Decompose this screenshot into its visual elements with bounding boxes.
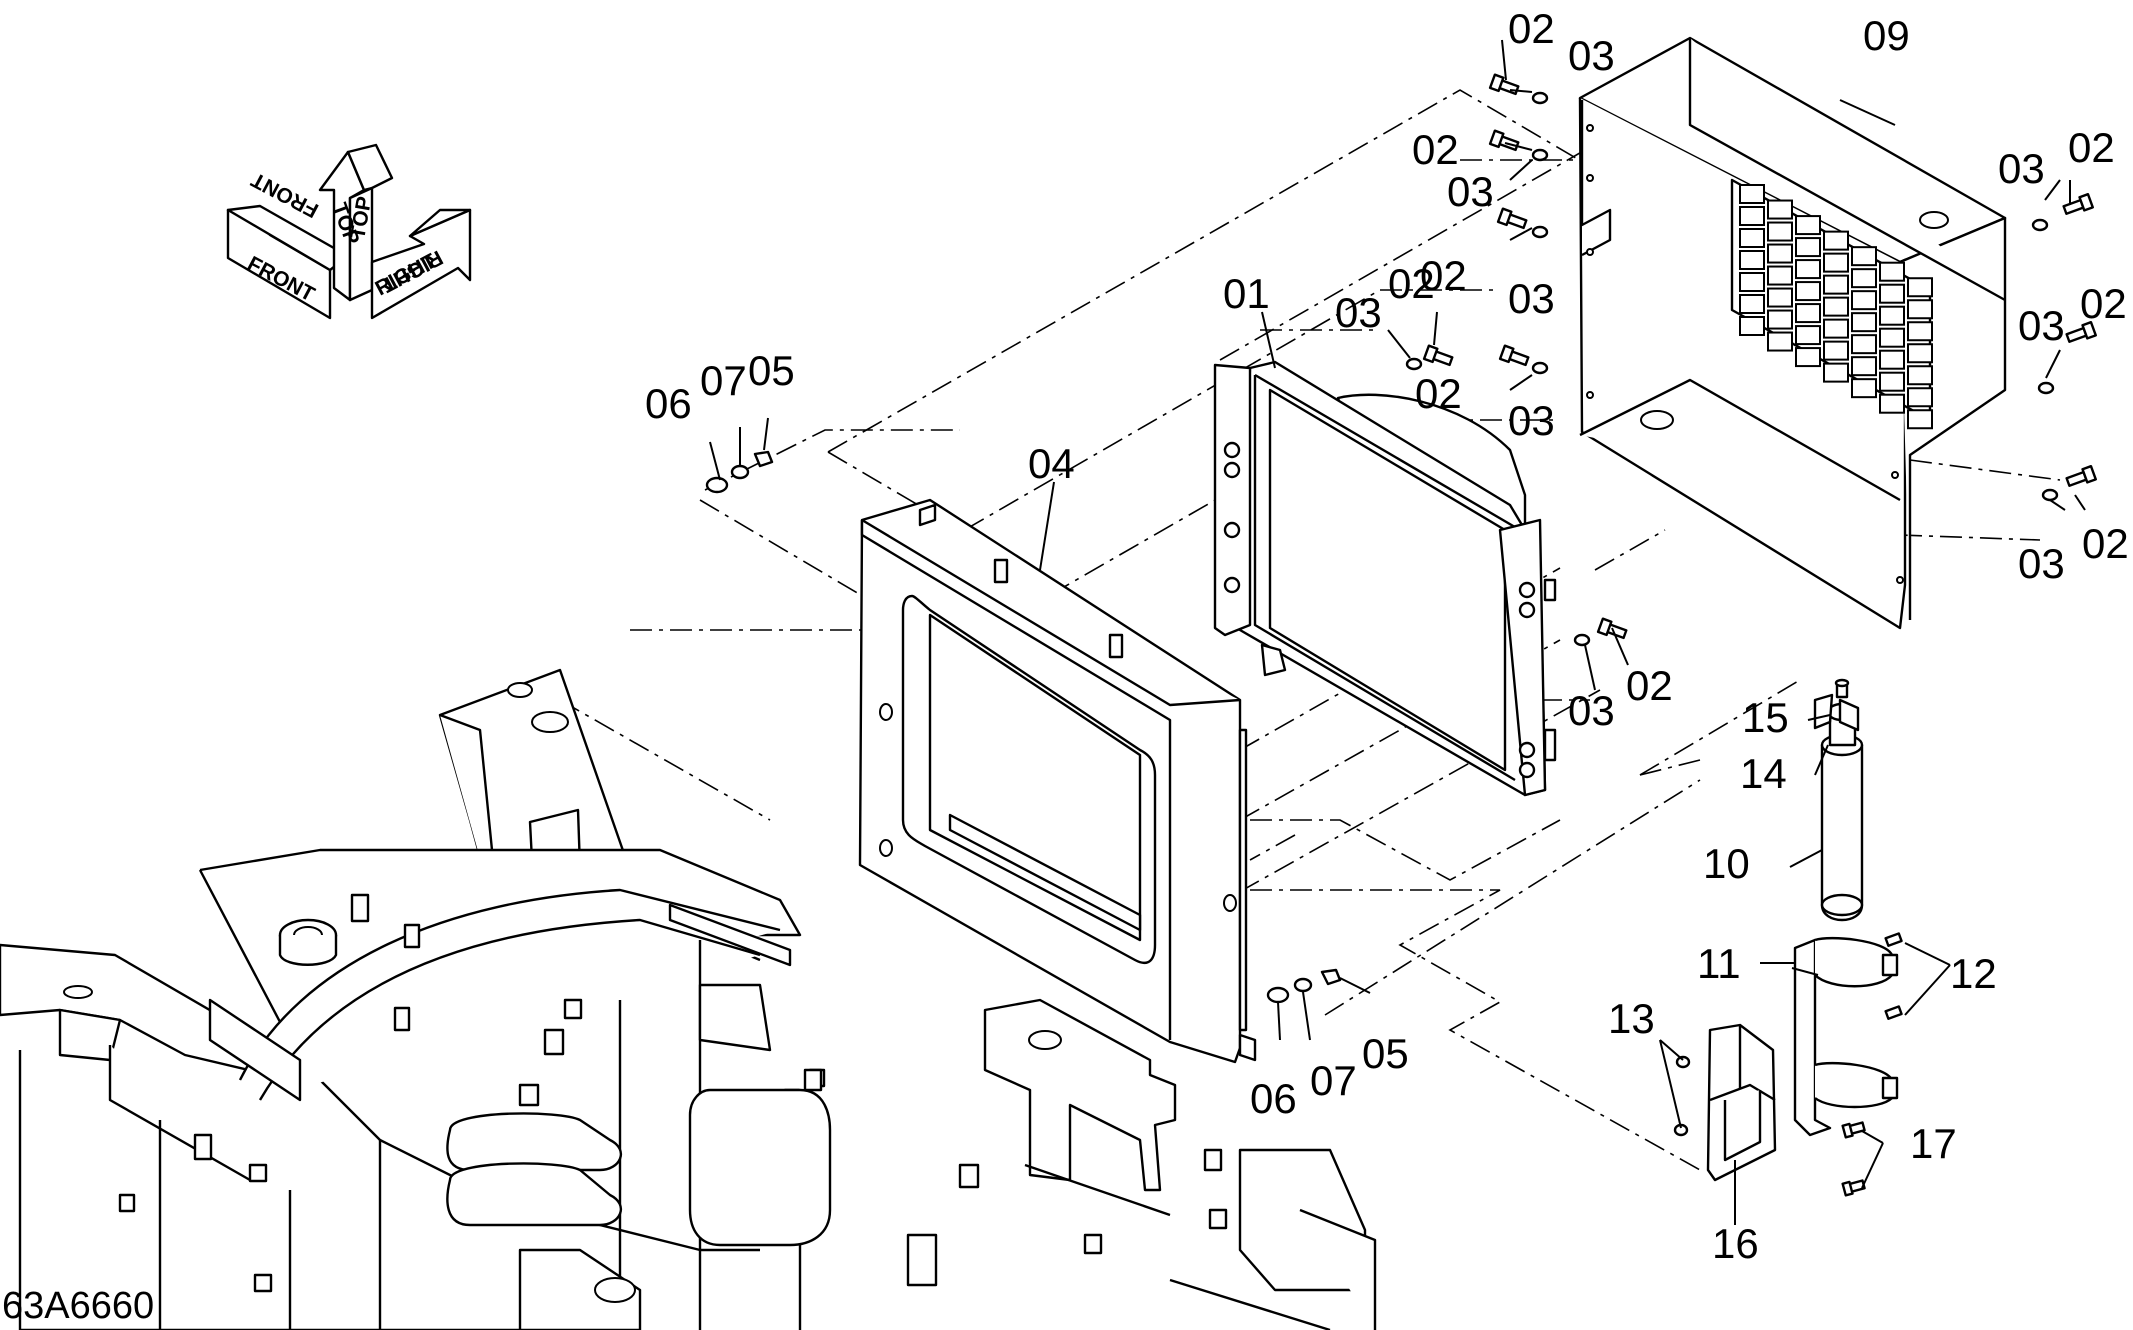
fan-shroud-09: [1578, 36, 2007, 630]
callout-02-d: 02: [1388, 260, 1435, 307]
receiver-dryer-10: [1813, 678, 1864, 922]
callout-06-left: 06: [645, 380, 692, 427]
callout-14: 14: [1740, 750, 1787, 797]
callout-07-left: 07: [700, 357, 747, 404]
shroud-grille: [1730, 178, 1933, 430]
grille-cell: [1879, 283, 1905, 304]
grille-cell: [1767, 221, 1793, 242]
callout-02-b: 02: [1412, 126, 1459, 173]
grille-cell: [1767, 287, 1793, 308]
grille-cell: [1795, 303, 1821, 324]
callout-02-e: 02: [1415, 370, 1462, 417]
grille-cell: [1851, 356, 1877, 377]
grille-cell: [1823, 252, 1849, 273]
grille-cell: [1879, 261, 1905, 282]
grille-cell: [1739, 272, 1765, 292]
chassis-frame: [0, 668, 1377, 1330]
callout-11: 11: [1697, 940, 1741, 987]
grille-cell: [1795, 237, 1821, 258]
grille-cell: [1767, 309, 1793, 330]
callout-03-f: 03: [1568, 687, 1615, 734]
grille-cell: [1823, 318, 1849, 339]
grille-cell: [1795, 215, 1821, 236]
grille-cell: [1851, 378, 1877, 399]
grille-cell: [1795, 281, 1821, 302]
callout-03-g: 03: [1998, 145, 2045, 192]
grille-cell: [1907, 387, 1933, 408]
bracket-16: [1706, 1023, 1777, 1182]
drawing-code: 63A6660: [2, 1285, 154, 1327]
callout-07-right: 07: [1310, 1057, 1357, 1104]
callout-03-d: 03: [1335, 289, 1382, 336]
callout-12: 12: [1950, 950, 1997, 997]
callout-02-i: 02: [2082, 520, 2129, 567]
grille-cell: [1739, 206, 1765, 226]
grille-cell: [1823, 274, 1849, 295]
callout-03-c: 03: [1508, 275, 1555, 322]
grille-cell: [1879, 349, 1905, 370]
callout-10: 10: [1703, 840, 1750, 887]
radiator-fan-01: [1213, 360, 1557, 797]
callout-05-right: 05: [1362, 1030, 1409, 1077]
grille-cell: [1795, 259, 1821, 280]
callout-02-f: 02: [1626, 662, 1673, 709]
grille-cell: [1851, 290, 1877, 311]
grille-cell: [1739, 294, 1765, 314]
callout-02-h: 02: [2080, 280, 2127, 327]
callout-09: 09: [1863, 12, 1910, 59]
callout-02-a: 02: [1508, 5, 1555, 52]
grille-cell: [1767, 331, 1793, 352]
grille-cell: [1907, 321, 1933, 342]
grille-cell: [1823, 296, 1849, 317]
callout-01: 01: [1223, 270, 1270, 317]
callout-13: 13: [1608, 995, 1655, 1042]
callout-15: 15: [1742, 694, 1789, 741]
grille-cell: [1851, 312, 1877, 333]
callout-03-e: 03: [1508, 397, 1555, 444]
grille-cell: [1879, 393, 1905, 414]
grille-cell: [1907, 299, 1933, 320]
grille-cell: [1767, 265, 1793, 286]
grille-cell: [1739, 228, 1765, 248]
grille-cell: [1823, 340, 1849, 361]
orientation-symbol: FRONT FRONT TOP TOP RIGHT RIGHT: [226, 143, 472, 320]
leader-lines: [709, 39, 2086, 1225]
callout-17: 17: [1910, 1120, 1957, 1167]
callout-labels: 01 04 09 10 11 12 13 14 15 16 17 06 07 0…: [2, 5, 2129, 1327]
bracket-11: [1793, 936, 1899, 1137]
grille-cell: [1879, 327, 1905, 348]
callout-03-i: 03: [2018, 540, 2065, 587]
callout-03-b: 03: [1447, 168, 1494, 215]
callout-03-h: 03: [2018, 302, 2065, 349]
grille-cell: [1823, 230, 1849, 251]
radiator-frame-04: [858, 498, 1257, 1064]
grille-cell: [1907, 343, 1933, 364]
grille-cell: [1907, 277, 1933, 298]
callout-05-left: 05: [748, 347, 795, 394]
grille-cell: [1795, 325, 1821, 346]
grille-cell: [1907, 409, 1933, 430]
callout-06-right: 06: [1250, 1075, 1297, 1122]
callout-03-a: 03: [1568, 32, 1615, 79]
callout-02-g: 02: [2068, 124, 2115, 171]
grille-cell: [1739, 250, 1765, 270]
grille-cell: [1795, 347, 1821, 368]
grille-cell: [1767, 243, 1793, 264]
grille-cell: [1851, 268, 1877, 289]
grille-cell: [1879, 305, 1905, 326]
grille-cell: [1851, 334, 1877, 355]
grille-cell: [1907, 365, 1933, 386]
grille-cell: [1823, 362, 1849, 383]
grille-cell: [1739, 316, 1765, 336]
grille-cell: [1879, 371, 1905, 392]
hardware-bolts-washers: [705, 73, 2097, 1197]
grille-cell: [1851, 246, 1877, 267]
callout-02-c: 02: [1420, 252, 1467, 299]
callout-04: 04: [1028, 440, 1075, 487]
callout-16: 16: [1712, 1220, 1759, 1267]
grille-cell: [1767, 199, 1793, 220]
grille-cell: [1739, 184, 1765, 204]
